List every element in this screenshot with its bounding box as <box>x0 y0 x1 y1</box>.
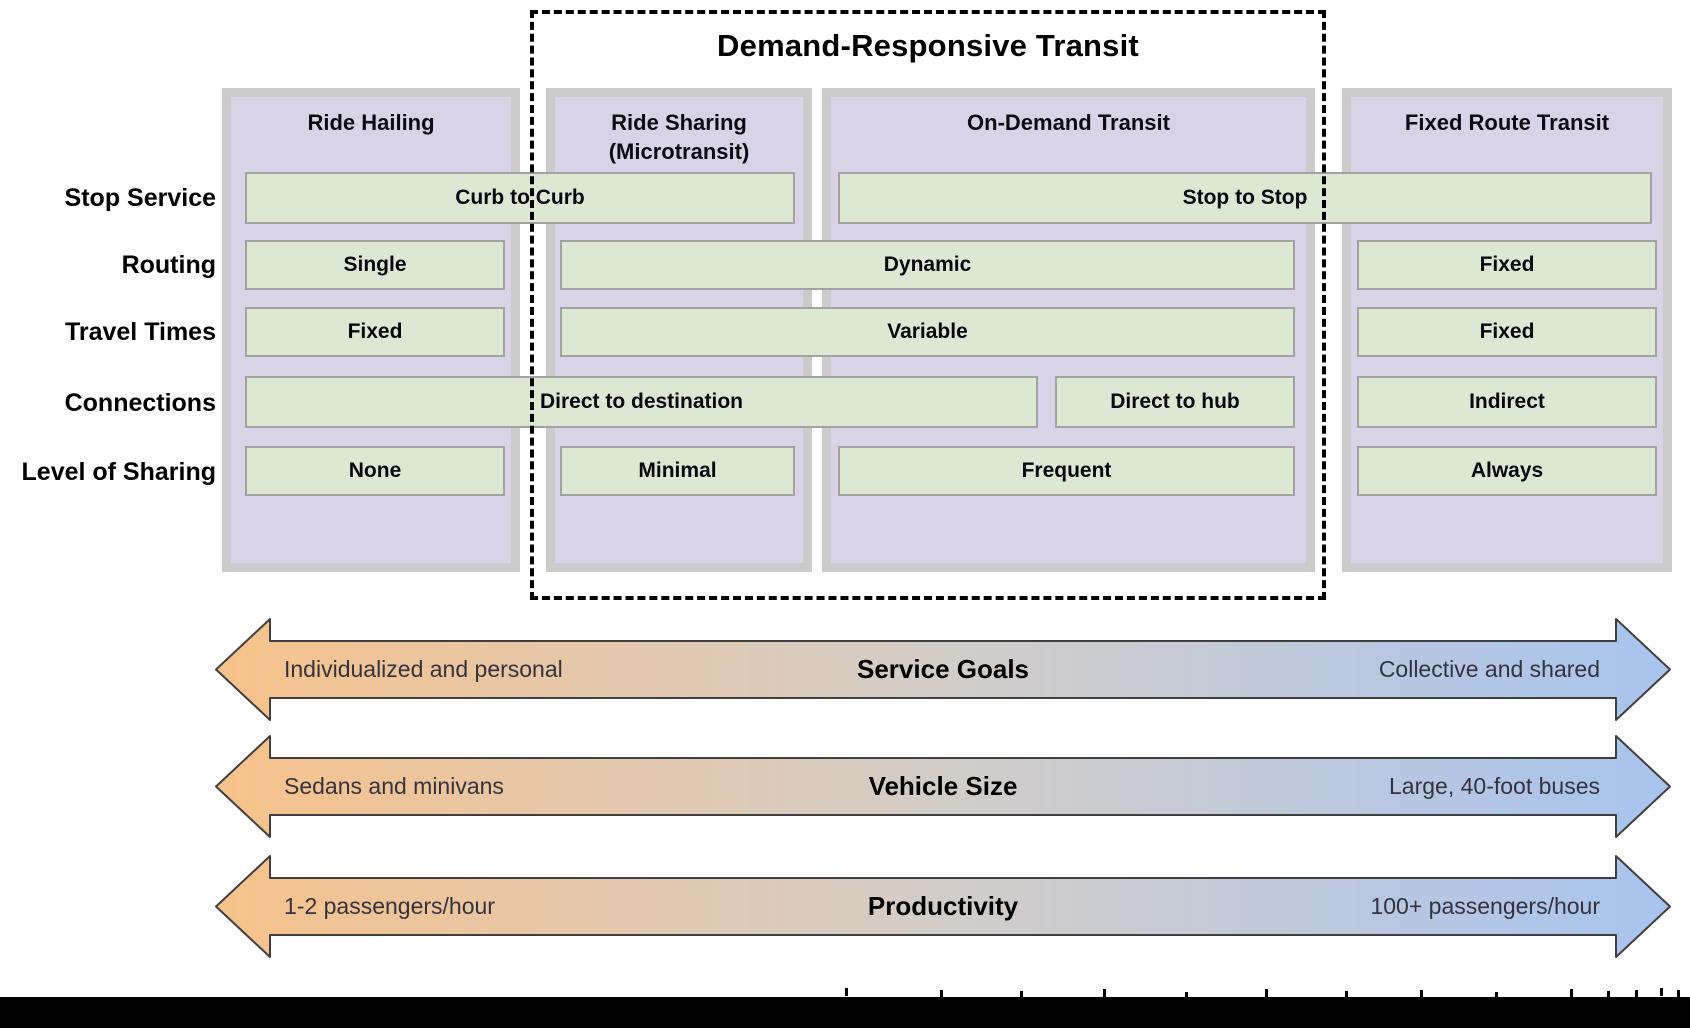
column-header-fixed-route-transit: Fixed Route Transit <box>1351 97 1663 138</box>
arrow-left-label: Sedans and minivans <box>284 773 504 799</box>
row-label-level-of-sharing: Level of Sharing <box>21 458 216 486</box>
column-header-ride-sharing: Ride Sharing (Microtransit) <box>555 97 803 166</box>
arrow-left-label: Individualized and personal <box>284 656 563 682</box>
arrow-center-label: Service Goals <box>857 654 1029 684</box>
cell-indirect: Indirect <box>1357 376 1657 428</box>
column-header-on-demand-transit: On-Demand Transit <box>831 97 1306 138</box>
cell-travel-fixed-left: Fixed <box>245 307 505 357</box>
cell-travel-fixed-right: Fixed <box>1357 307 1657 357</box>
cell-frequent: Frequent <box>838 446 1295 496</box>
cell-single: Single <box>245 240 505 290</box>
arrow-right-label: Collective and shared <box>1378 656 1600 682</box>
row-label-connections: Connections <box>64 389 216 417</box>
cell-none: None <box>245 446 505 496</box>
arrow-center-label: Productivity <box>867 891 1019 921</box>
arrow-center-label: Vehicle Size <box>868 771 1018 801</box>
bottom-black-bar <box>0 997 1690 1028</box>
row-label-routing: Routing <box>121 251 216 279</box>
cell-stop-to-stop: Stop to Stop <box>838 172 1652 224</box>
column-sublabel: (Microtransit) <box>608 138 750 164</box>
arrow-left-label: 1-2 passengers/hour <box>284 893 495 919</box>
column-label: Fixed Route Transit <box>1404 110 1610 135</box>
column-label: Ride Sharing <box>611 110 747 135</box>
cell-direct-to-hub: Direct to hub <box>1055 376 1295 428</box>
cell-curb-to-curb: Curb to Curb <box>245 172 795 224</box>
double-arrow-shape <box>215 855 1671 958</box>
row-label-stop-service: Stop Service <box>64 184 216 212</box>
cell-variable: Variable <box>560 307 1295 357</box>
arrow-service-goals: Individualized and personal Service Goal… <box>214 617 1672 722</box>
cell-dynamic: Dynamic <box>560 240 1295 290</box>
arrow-right-label: Large, 40-foot buses <box>1389 773 1600 799</box>
diagram-title: Demand-Responsive Transit <box>717 28 1139 63</box>
arrow-productivity: 1-2 passengers/hour Productivity 100+ pa… <box>214 854 1672 959</box>
cropped-text-marks <box>845 988 848 996</box>
cell-always: Always <box>1357 446 1657 496</box>
cell-minimal: Minimal <box>560 446 795 496</box>
double-arrow-shape <box>215 735 1671 838</box>
arrow-vehicle-size: Sedans and minivans Vehicle Size Large, … <box>214 734 1672 839</box>
cell-direct-to-destination: Direct to destination <box>245 376 1038 428</box>
column-label: On-Demand Transit <box>967 110 1170 135</box>
cell-routing-fixed: Fixed <box>1357 240 1657 290</box>
double-arrow-shape <box>215 618 1671 721</box>
row-label-travel-times: Travel Times <box>64 318 216 346</box>
arrow-right-label: 100+ passengers/hour <box>1370 893 1600 919</box>
column-label: Ride Hailing <box>307 110 435 135</box>
column-header-ride-hailing: Ride Hailing <box>231 97 511 138</box>
